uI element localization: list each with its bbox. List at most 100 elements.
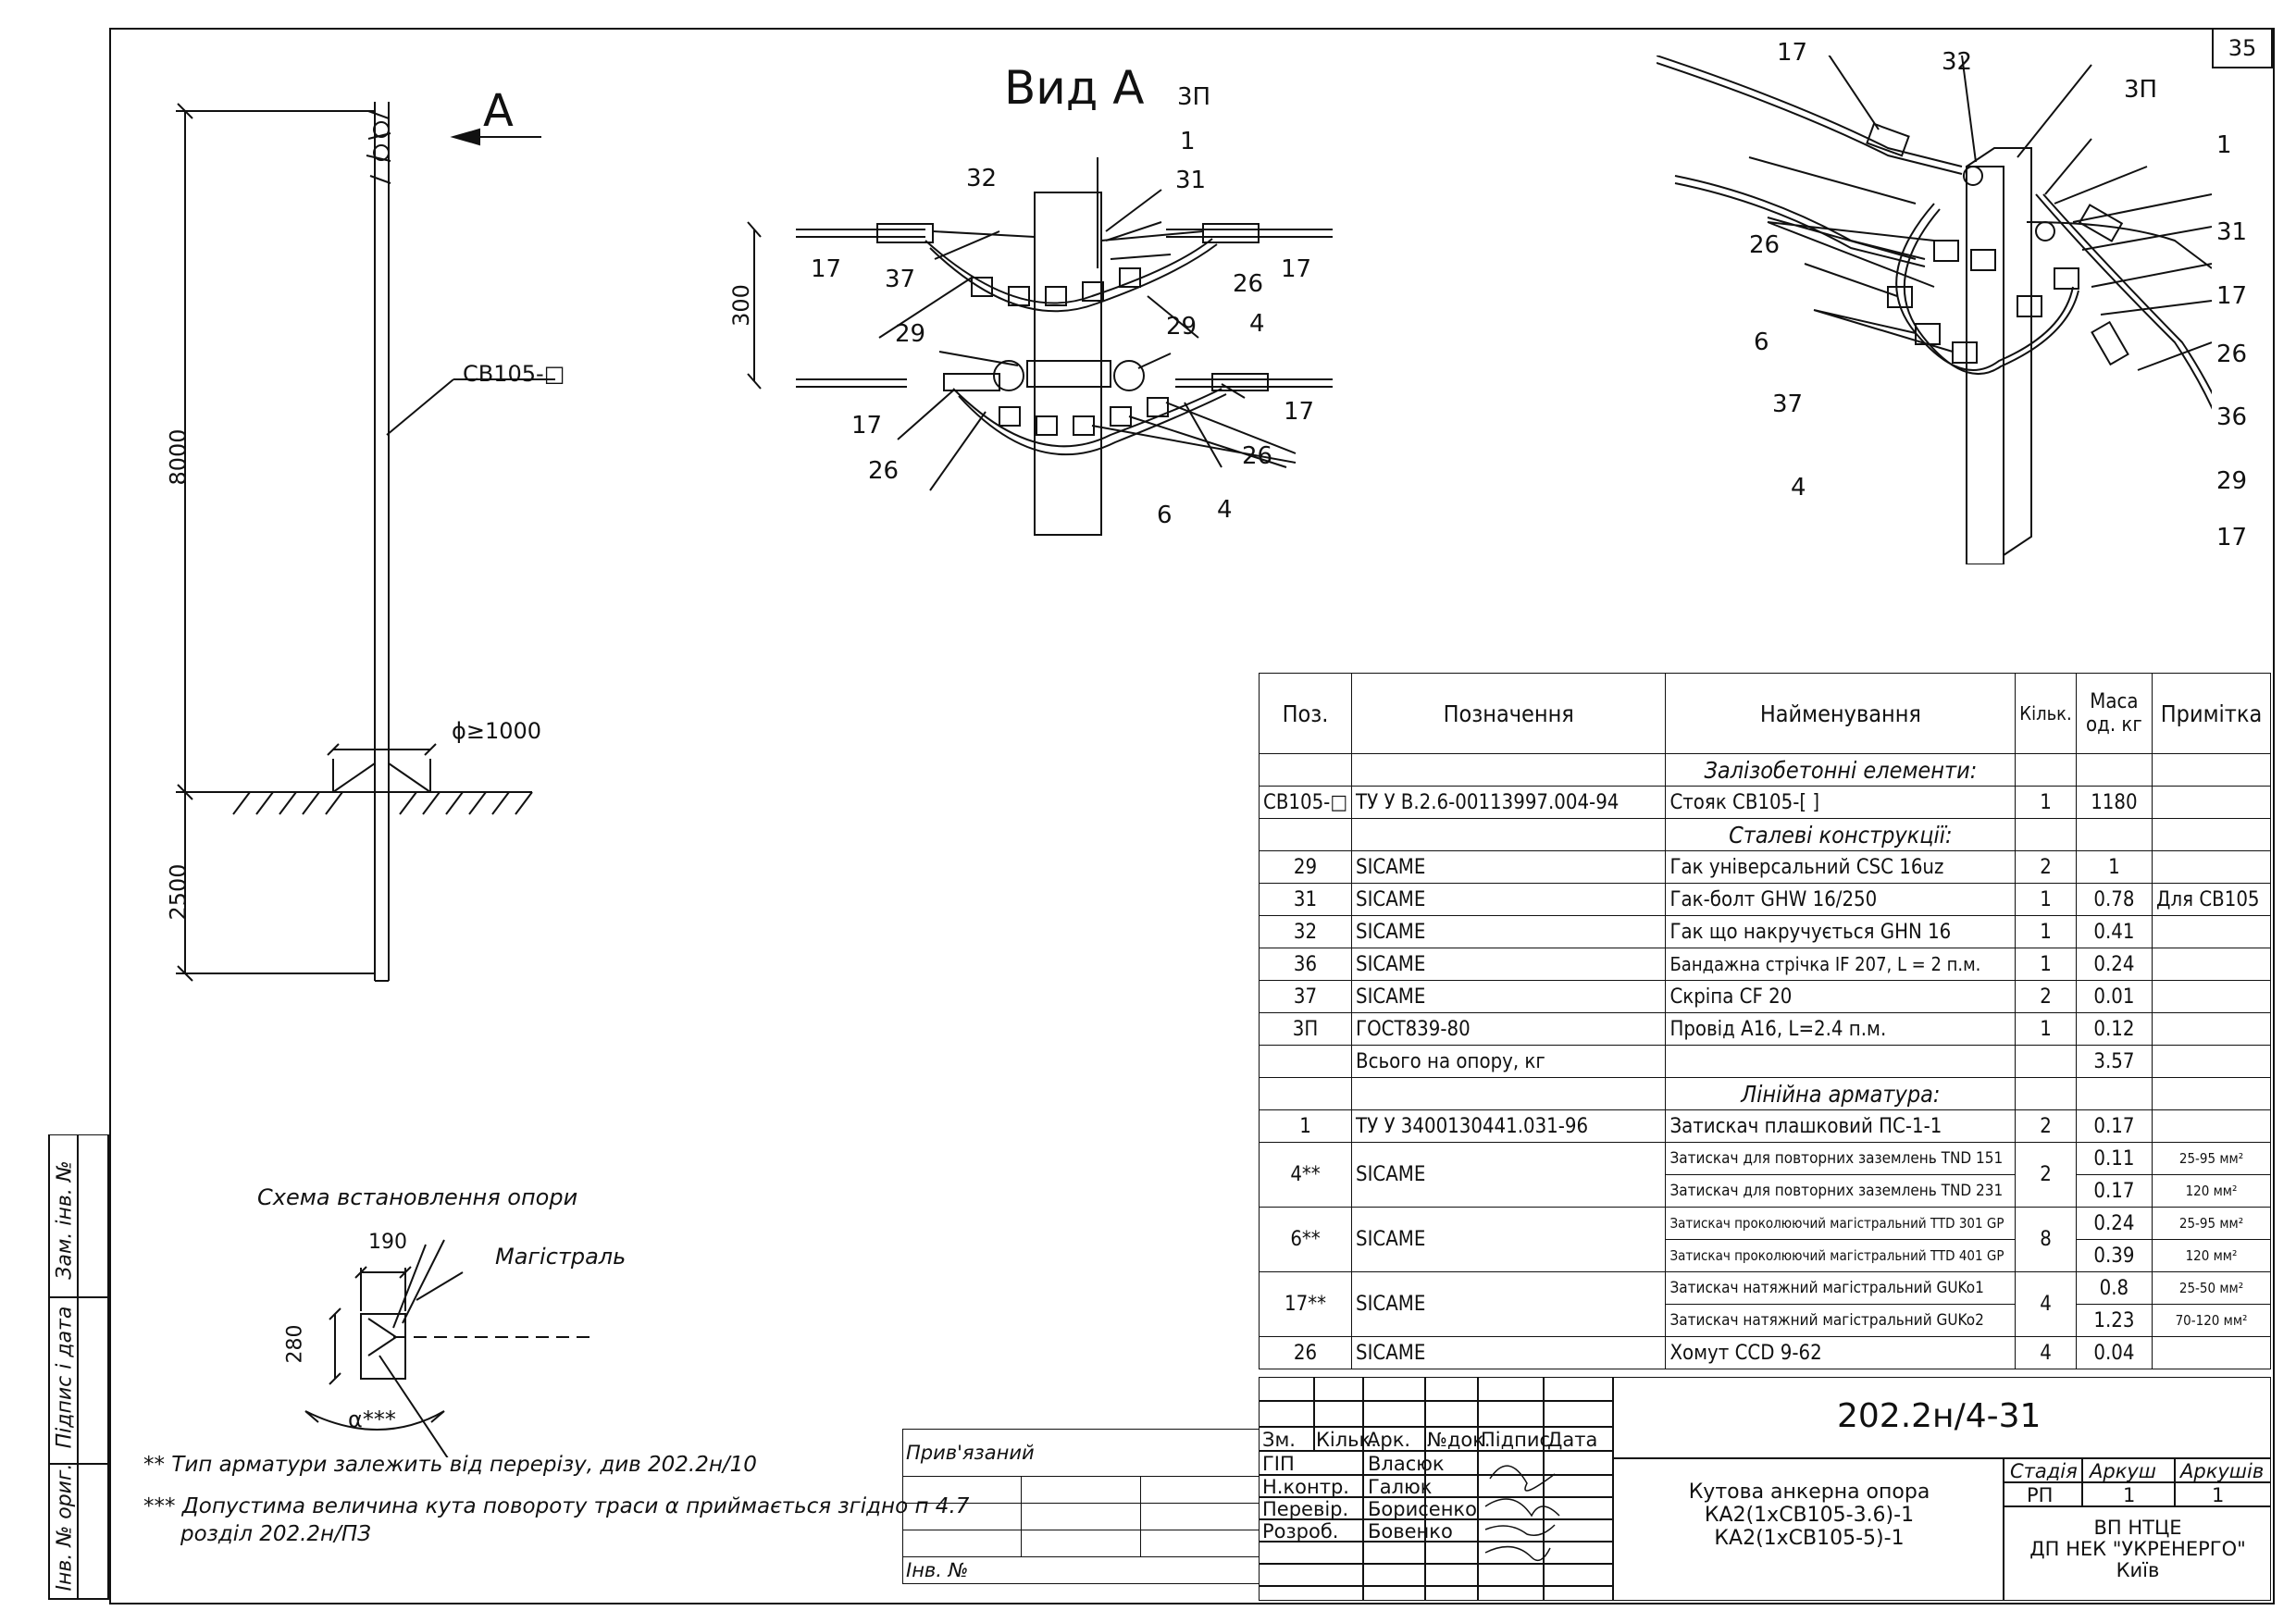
org-line-1: ВП НТЦЕ bbox=[2093, 1517, 2182, 1539]
spec-cell: SICAME bbox=[1351, 980, 1667, 1013]
spec-cell: 1180 bbox=[2075, 786, 2153, 819]
spec-cell bbox=[2152, 948, 2271, 981]
spec-cell: 0.17 bbox=[2075, 1109, 2153, 1143]
iso-callout-1: 1 bbox=[2216, 131, 2232, 159]
va-callout-17a: 17 bbox=[811, 255, 842, 283]
spec-cell bbox=[2152, 1045, 2271, 1078]
description-block: Кутова анкерна опора КА2(1хСВ105-3.6)-1 … bbox=[1615, 1481, 2004, 1550]
spec-cell: 36 bbox=[1258, 948, 1353, 981]
spec-cell: 25-95 мм² bbox=[2152, 1142, 2271, 1175]
iso-callout-26a: 26 bbox=[1749, 231, 1781, 259]
view-a-title: Вид А bbox=[1004, 61, 1145, 115]
drawing-frame bbox=[109, 28, 2275, 1604]
spec-cell: 26 bbox=[1258, 1336, 1353, 1369]
spec-cell: 31 bbox=[1258, 883, 1353, 916]
note-3: розділ 202.2н/ПЗ bbox=[180, 1522, 371, 1546]
spec-cell bbox=[1258, 1045, 1353, 1078]
va-callout-29a: 29 bbox=[895, 320, 926, 348]
dim-300: 300 bbox=[727, 284, 754, 327]
role-gip-name: Власюк bbox=[1368, 1453, 1445, 1475]
spec-cell: ТУ У 3400130441.031-96 bbox=[1351, 1109, 1667, 1143]
org-line-2: ДП НЕК "УКРЕНЕРГО" bbox=[2029, 1538, 2246, 1560]
side-stamp: Інв. № ориг. Підпис і дата Зам. інв. № bbox=[48, 1134, 109, 1601]
role-gip: ГІП bbox=[1262, 1453, 1295, 1475]
tb-head-ark: Арк. bbox=[1367, 1429, 1411, 1451]
spec-cell: 120 мм² bbox=[2152, 1239, 2271, 1272]
spec-cell: 3.57 bbox=[2075, 1045, 2153, 1078]
role-nkontr: Н.контр. bbox=[1262, 1476, 1349, 1498]
spec-cell: 37 bbox=[1258, 980, 1353, 1013]
spec-cell: 2 bbox=[2015, 980, 2077, 1013]
spec-cell: Бандажна стрічка IF 207, L = 2 п.м. bbox=[1665, 948, 2017, 981]
spec-header-name: Найменування bbox=[1665, 673, 2017, 754]
spec-cell bbox=[2152, 786, 2271, 819]
spec-cell: 0.12 bbox=[2075, 1012, 2153, 1046]
spec-cell: Гак що накручується GHN 16 bbox=[1665, 915, 2017, 948]
iso-callout-32: 32 bbox=[1942, 48, 1973, 76]
scheme-dim-280: 280 bbox=[283, 1324, 307, 1364]
tb-head-date: Дата bbox=[1547, 1429, 1598, 1451]
va-callout-17c: 17 bbox=[851, 412, 883, 440]
sheets-head: Аркушів bbox=[2180, 1460, 2265, 1482]
va-callout-26b: 26 bbox=[868, 457, 900, 485]
spec-cell: Стояк СВ105-[ ] bbox=[1665, 786, 2017, 819]
side-stamp-zam-inv: Зам. інв. № bbox=[53, 1160, 77, 1280]
pole-label: СВ105-□ bbox=[463, 361, 565, 387]
iso-callout-17b: 17 bbox=[2216, 282, 2248, 310]
side-stamp-inv-orig: Інв. № ориг. bbox=[53, 1463, 77, 1592]
spec-table: Поз. Позначення Найменування Кільк. Маса… bbox=[1258, 673, 2271, 1369]
spec-cell: SICAME bbox=[1351, 1271, 1667, 1337]
iso-callout-6: 6 bbox=[1754, 328, 1769, 356]
iso-callout-3p: 3П bbox=[2124, 76, 2158, 104]
spec-cell: 1.23 bbox=[2075, 1304, 2153, 1337]
va-callout-29b: 29 bbox=[1166, 313, 1198, 341]
iso-callout-17a: 17 bbox=[1777, 39, 1808, 67]
title-block-grid bbox=[1259, 1377, 2271, 1601]
note-2: *** Допустима величина кута повороту тра… bbox=[143, 1494, 970, 1518]
spec-section-steel: Сталеві конструкції: bbox=[1665, 818, 2017, 851]
iso-callout-37: 37 bbox=[1772, 390, 1804, 418]
description-line-1: Кутова анкерна опора bbox=[1688, 1481, 1930, 1504]
spec-cell: 0.01 bbox=[2075, 980, 2153, 1013]
spec-row: Затискач проколюючий магістральний TTD 4… bbox=[1260, 1239, 2271, 1272]
bound-label: Прив'язаний bbox=[902, 1429, 1260, 1477]
spec-cell: SICAME bbox=[1351, 1207, 1667, 1272]
scheme-angle: α*** bbox=[348, 1406, 396, 1432]
spec-cell: Хомут CCD 9-62 bbox=[1665, 1336, 2017, 1369]
iso-callout-26b: 26 bbox=[2216, 341, 2248, 368]
role-nkontr-name: Галюк bbox=[1368, 1476, 1433, 1498]
spec-cell: 1 bbox=[2075, 850, 2153, 884]
spec-cell bbox=[2152, 1012, 2271, 1046]
sheets-value: 1 bbox=[2212, 1484, 2225, 1506]
spec-cell: 32 bbox=[1258, 915, 1353, 948]
spec-cell: SICAME bbox=[1351, 948, 1667, 981]
sheet-head: Аркуш bbox=[2090, 1460, 2157, 1482]
spec-cell: 2 bbox=[2015, 1109, 2077, 1143]
spec-section-row: Сталеві конструкції: bbox=[1258, 818, 2271, 851]
spec-section-row: Лінійна арматура: bbox=[1258, 1077, 2271, 1110]
spec-cell: Затискач проколюючий магістральний TTD 3… bbox=[1665, 1207, 2017, 1240]
spec-cell: Затискач плашковий ПС-1-1 bbox=[1665, 1109, 2017, 1143]
spec-cell: 0.39 bbox=[2075, 1239, 2153, 1272]
role-rozrob-name: Бовенко bbox=[1368, 1520, 1453, 1542]
tb-head-sign: Підпис bbox=[1481, 1429, 1551, 1451]
spec-cell: 1 bbox=[2015, 1012, 2077, 1046]
scheme-title: Схема встановлення опори bbox=[257, 1184, 578, 1210]
role-pereviv-name: Борисенко bbox=[1368, 1498, 1477, 1520]
arrow-label-a: A bbox=[483, 85, 514, 137]
va-callout-26c: 26 bbox=[1242, 442, 1273, 470]
spec-cell: 1 bbox=[2015, 786, 2077, 819]
spec-cell: 1 bbox=[2015, 948, 2077, 981]
spec-section-concrete: Залізобетонні елементи: bbox=[1665, 753, 2017, 787]
spec-cell: SICAME bbox=[1351, 883, 1667, 916]
spec-cell: 0.41 bbox=[2075, 915, 2153, 948]
spec-cell: 0.11 bbox=[2075, 1142, 2153, 1175]
bound-block: Прив'язаний Інв. № bbox=[901, 1429, 1260, 1584]
